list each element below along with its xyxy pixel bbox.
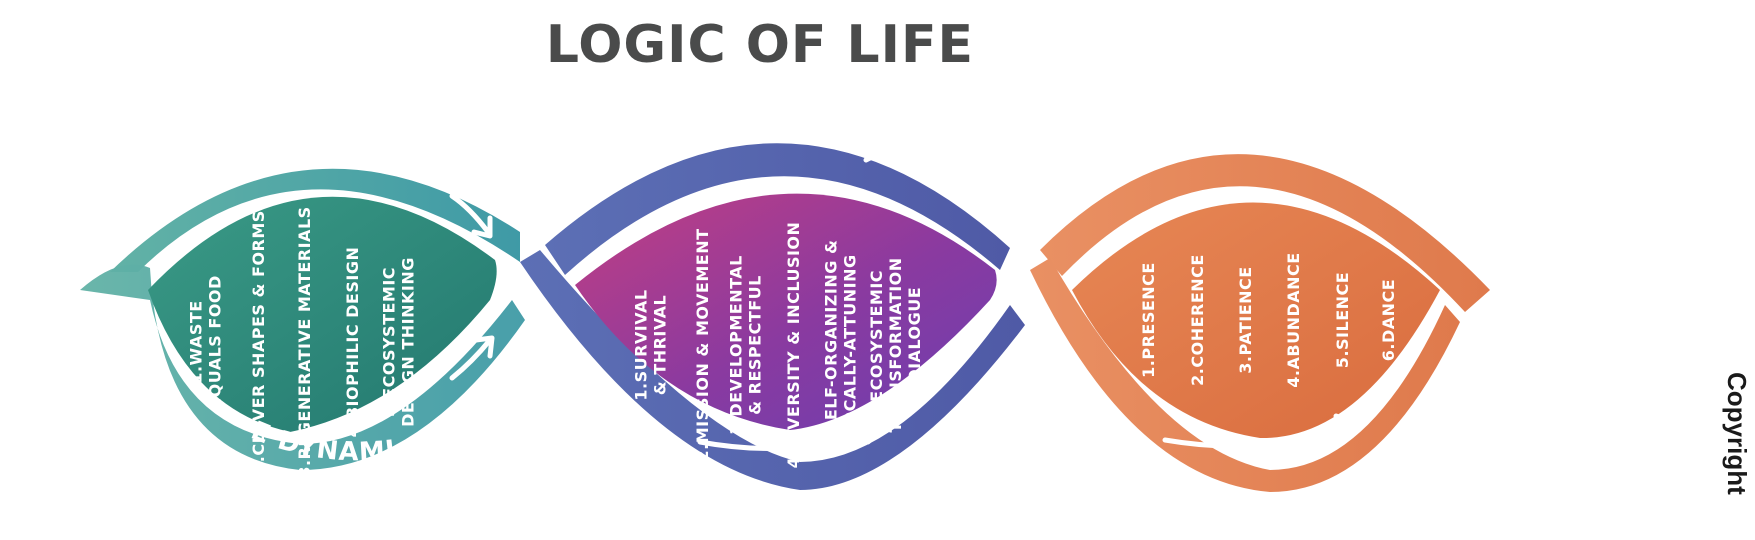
green-arrow-top-head [471, 215, 493, 239]
copyright-text: Copyright [1722, 372, 1752, 495]
orange-arrow-top [1162, 122, 1353, 158]
lens-item-label: 2.COHERENCE [1188, 254, 1207, 386]
lens-item-label: 6.DANCE [1379, 279, 1398, 361]
green-arrow-bottom [449, 337, 493, 381]
lens-item-label: 4.BIOPHILIC DESIGN [343, 247, 362, 438]
lens-item-label: 5.SILENCE [1333, 272, 1352, 368]
orange-arrow-top-head [1331, 139, 1355, 167]
lens-item-line: & DIALOGUE [905, 287, 924, 403]
lens-item-line: 6.DANCE [1379, 279, 1398, 361]
lens-item-line: 5.SELF-ORGANIZING & [822, 240, 841, 451]
green-lens [148, 196, 497, 432]
orange-arrow-bottom [1162, 419, 1353, 449]
lens-item-label: 1.SURVIVAL& THRIVAL [632, 289, 670, 400]
lens-item-label: 5.SELF-ORGANIZING &LOCALLY-ATTUNING [822, 240, 860, 451]
green-arrow-bottom-head [473, 335, 495, 359]
lens-item-label: 5.ECOSYSTEMICDESIGN THINKING [380, 257, 418, 427]
lens-item-label: 6.ECOSYSTEMICTRANSFORMATION& DIALOGUE [867, 257, 924, 432]
green-outer-ribbon-top [110, 168, 520, 272]
orange-arrow-bottom-head [1333, 413, 1355, 439]
lens-item-line: 3.DEVELOPMENTAL [727, 255, 746, 435]
orange-lens-group: 1.PRESENCE 2.COHERENCE 3.PATIENCE 4.ABUNDAN… [1030, 122, 1490, 492]
lens-item-line: 4.BIOPHILIC DESIGN [343, 247, 362, 438]
lens-item-label: 1.WASTEEQUALS FOOD [187, 275, 225, 409]
lens-item-line: 2.MISSION & MOVEMENT [693, 228, 712, 461]
lens-item-line: 1.SURVIVAL [632, 289, 651, 400]
lens-item-label: 2.CLEVER SHAPES & FORMS [249, 210, 268, 474]
lens-item-label: 3.PATIENCE [1236, 266, 1255, 373]
lens-item-line: 5.ECOSYSTEMIC [380, 267, 399, 417]
purple-arrow-top-head [863, 135, 885, 163]
lens-item-line: EQUALS FOOD [206, 275, 225, 409]
lens-item-label: 4.ABUNDANCE [1284, 252, 1303, 387]
purple-arrow-top [697, 119, 883, 153]
diagram-title: LOGIC OF LIFE [546, 15, 974, 75]
lens-item-label: 3.REGENERATIVE MATERIALS [295, 206, 314, 477]
lens-item-line: 4.ABUNDANCE [1284, 252, 1303, 387]
lens-item-line: TRANSFORMATION [886, 257, 905, 432]
lens-item-line: DESIGN THINKING [399, 257, 418, 427]
purple-outer-ribbon-top [545, 143, 1010, 275]
lens-item-label: 3.DEVELOPMENTAL& RESPECTFUL [727, 255, 765, 435]
orange-outer-ribbon-top [1040, 154, 1490, 312]
lens-item-line: 3.PATIENCE [1236, 266, 1255, 373]
lens-item-line: 6.ECOSYSTEMIC [867, 270, 886, 420]
lens-item-line: LOCALLY-ATTUNING [841, 254, 860, 435]
green-outer-ribbon-bottom [80, 264, 525, 470]
lens-item-label: 4.DIVERSITY & INCLUSION [784, 222, 803, 469]
green-arrow-top [449, 193, 491, 235]
lens-item-label: 1.PRESENCE [1139, 262, 1158, 378]
purple-arrow-bottom [697, 425, 883, 451]
lens-item-line: 5.SILENCE [1333, 272, 1352, 368]
purple-arrow-bottom-head [863, 419, 885, 445]
purple-outer-ribbon-bottom [520, 250, 1025, 490]
green-lens-group: LEADERSHIP DYNAMICS LIFE DYNAMICS 1.WAST… [0, 0, 525, 478]
orange-outer-ribbon-bottom [1030, 258, 1460, 492]
lens-item-line: 3.REGENERATIVE MATERIALS [295, 206, 314, 477]
orange-items: 1.PRESENCE 2.COHERENCE 3.PATIENCE 4.ABUNDAN… [1139, 252, 1398, 387]
orange-lens [1072, 202, 1440, 439]
lens-item-line: 1.WASTE [187, 300, 206, 383]
lens-item-line: 2.COHERENCE [1188, 254, 1207, 386]
purple-items: 1.SURVIVAL& THRIVAL 2.MISSION & MOVEMENT 3… [632, 222, 925, 469]
lens-item-line: & RESPECTFUL [746, 275, 765, 415]
green-items: 1.WASTEEQUALS FOOD 2.CLEVER SHAPES & FORM… [187, 206, 418, 477]
lens-item-label: 2.MISSION & MOVEMENT [693, 228, 712, 461]
purple-lens [575, 193, 997, 430]
lens-item-line: 4.DIVERSITY & INCLUSION [784, 222, 803, 469]
lens-item-line: 1.PRESENCE [1139, 262, 1158, 378]
purple-lens-group: 1.SURVIVAL& THRIVAL 2.MISSION & MOVEMENT 3… [520, 119, 1025, 490]
lens-item-line: & THRIVAL [651, 295, 670, 395]
lens-item-line: 2.CLEVER SHAPES & FORMS [249, 210, 268, 474]
leadership-dynamics-label: LEADERSHIP DYNAMICS [0, 0, 465, 188]
